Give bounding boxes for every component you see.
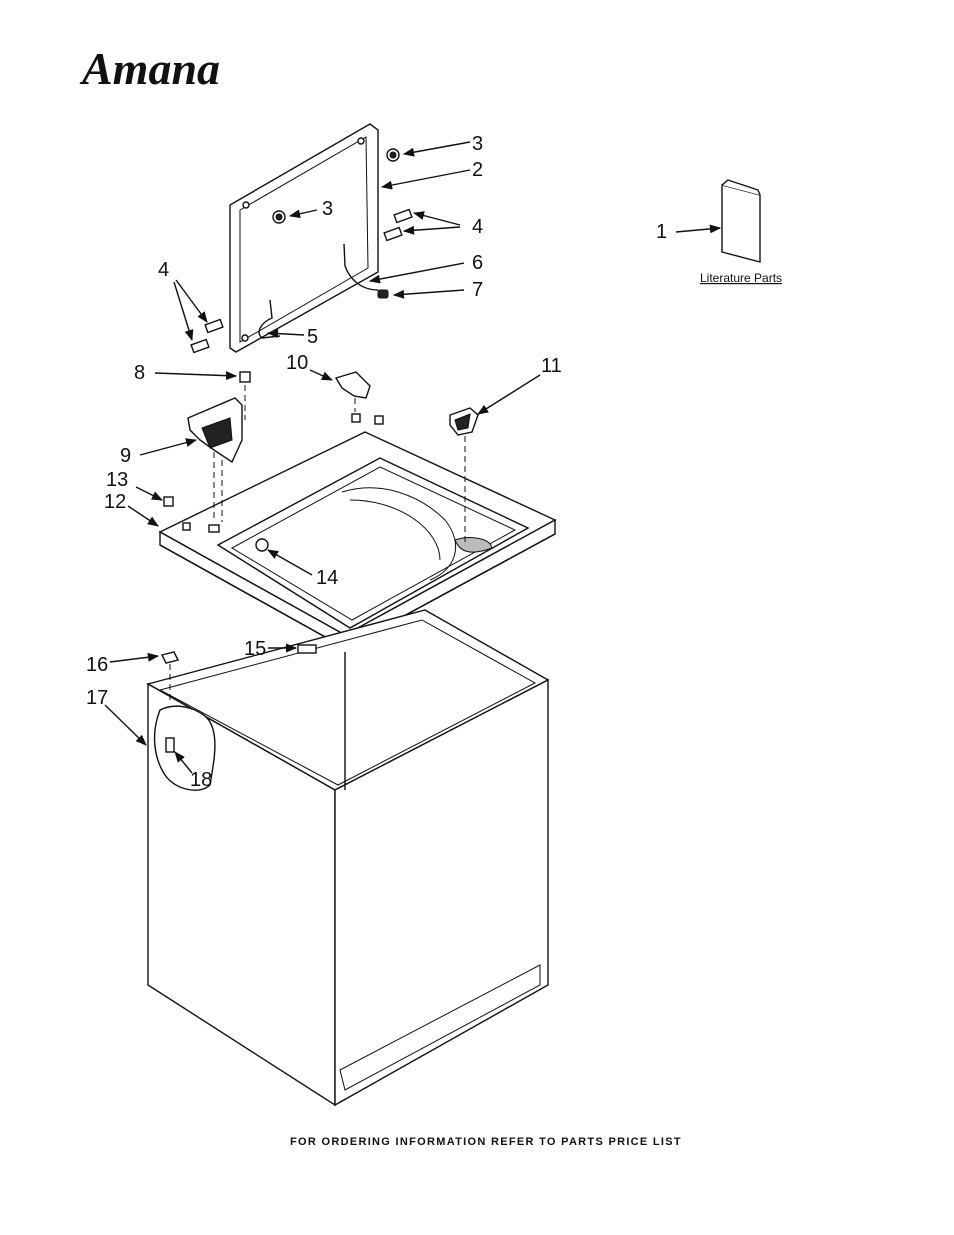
callout-6: 6	[472, 252, 483, 274]
cabinet	[146, 609, 550, 1107]
callout-3-upper: 3	[472, 133, 483, 155]
top-assembly	[158, 371, 557, 650]
callout-15: 15	[244, 638, 266, 660]
literature-parts-label: Literature Parts	[700, 271, 782, 285]
callout-5: 5	[307, 326, 318, 348]
literature-parts	[721, 179, 761, 263]
callout-12: 12	[104, 491, 126, 513]
callout-18: 18	[190, 769, 212, 791]
callout-9: 9	[120, 445, 131, 467]
callout-4-right: 4	[472, 216, 483, 238]
callout-13: 13	[106, 469, 128, 491]
callout-10: 10	[286, 352, 308, 374]
callout-7: 7	[472, 279, 483, 301]
callout-8: 8	[134, 362, 145, 384]
lid-assembly	[190, 123, 413, 354]
callout-2: 2	[472, 159, 483, 181]
brand-logo: Amana	[79, 43, 220, 94]
callout-3-lower: 3	[322, 198, 333, 220]
callout-16: 16	[86, 654, 108, 676]
callout-17: 17	[86, 687, 108, 709]
callout-14: 14	[316, 567, 338, 589]
leader-lines	[104, 141, 722, 774]
callout-4-left: 4	[158, 259, 169, 281]
callout-11: 11	[541, 355, 562, 377]
footer-note: FOR ORDERING INFORMATION REFER TO PARTS …	[290, 1136, 682, 1148]
callout-1: 1	[656, 221, 667, 243]
callout-labels: 3 2 3 4 4 5 6 7 1 8 10 11 9 13 12 14 15 …	[86, 133, 667, 791]
